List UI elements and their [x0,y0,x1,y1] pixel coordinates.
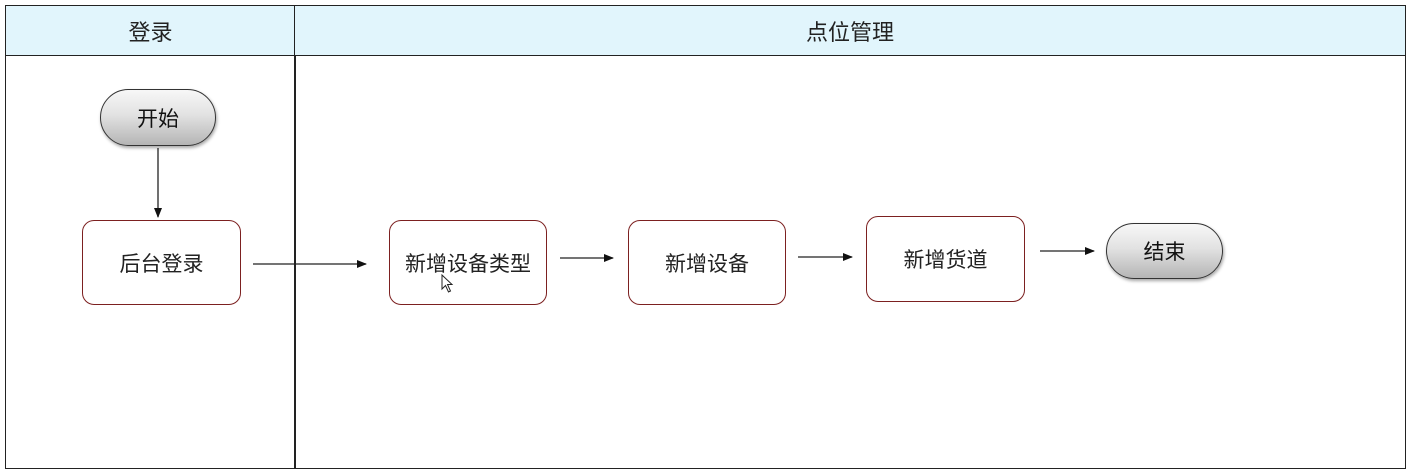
process-backend-login: 后台登录 [82,220,241,305]
process-add-device: 新增设备 [628,220,786,305]
lane-point-management: 点位管理 [294,5,1406,469]
mouse-pointer-icon [441,274,454,293]
lane-point-management-header: 点位管理 [295,6,1405,56]
lane-login: 登录 [5,5,296,469]
end-node: 结束 [1106,223,1223,279]
lane-login-header: 登录 [6,6,295,56]
process-add-channel: 新增货道 [866,216,1025,302]
start-node: 开始 [100,89,216,146]
process-add-device-type: 新增设备类型 [389,220,547,305]
